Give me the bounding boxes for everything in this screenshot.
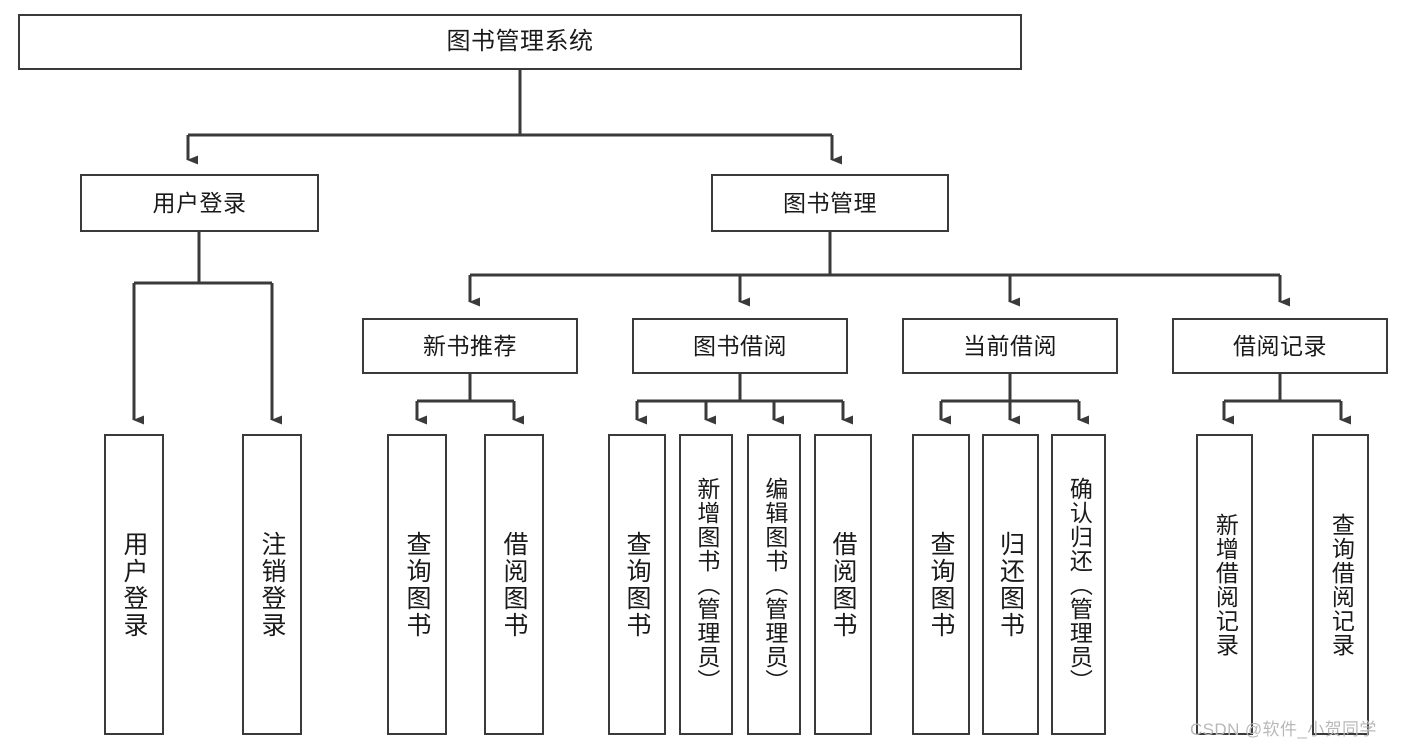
node-book-management[interactable]: 图书管理: [711, 174, 949, 232]
leaf-borrow-book-recommend[interactable]: 借阅图书: [484, 434, 544, 735]
node-label: 查询图书: [623, 530, 651, 639]
node-label: 借阅记录: [1233, 332, 1327, 359]
leaf-query-book-current[interactable]: 查询图书: [912, 434, 970, 735]
leaf-query-borrow-record[interactable]: 查询借阅记录: [1312, 434, 1369, 735]
node-label: 借阅图书: [500, 530, 528, 639]
leaf-add-borrow-record[interactable]: 新增借阅记录: [1196, 434, 1253, 735]
node-label: 查询图书: [403, 530, 431, 639]
csdn-watermark: CSDN @软件_小贺同学: [1190, 720, 1377, 739]
node-borrow-record[interactable]: 借阅记录: [1172, 318, 1388, 374]
node-label: 确认归还（管理员）: [1066, 476, 1093, 693]
leaf-edit-book-admin[interactable]: 编辑图书（管理员）: [747, 434, 801, 735]
leaf-add-book-admin[interactable]: 新增图书（管理员）: [679, 434, 733, 735]
node-current-borrow[interactable]: 当前借阅: [902, 318, 1118, 374]
node-label: 图书管理系统: [446, 28, 594, 56]
node-label: 查询借阅记录: [1328, 512, 1355, 657]
node-label: 查询图书: [927, 530, 955, 639]
node-label: 当前借阅: [963, 332, 1057, 359]
node-label: 图书借阅: [693, 332, 787, 359]
leaf-query-book-recommend[interactable]: 查询图书: [387, 434, 447, 735]
leaf-logout-login[interactable]: 注销登录: [242, 434, 302, 735]
leaf-user-login[interactable]: 用户登录: [104, 434, 164, 735]
leaf-confirm-return-admin[interactable]: 确认归还（管理员）: [1051, 434, 1106, 735]
node-root-system[interactable]: 图书管理系统: [18, 14, 1022, 70]
node-label: 新书推荐: [423, 332, 517, 359]
node-label: 新增借阅记录: [1212, 512, 1239, 657]
node-new-book-recommend[interactable]: 新书推荐: [362, 318, 578, 374]
node-label: 用户登录: [120, 530, 148, 639]
node-label: 用户登录: [152, 189, 247, 216]
node-label: 编辑图书（管理员）: [761, 476, 788, 693]
leaf-return-book[interactable]: 归还图书: [982, 434, 1039, 735]
node-label: 注销登录: [258, 530, 286, 639]
node-book-borrow[interactable]: 图书借阅: [632, 318, 848, 374]
node-label: 新增图书（管理员）: [693, 476, 720, 693]
leaf-query-book-borrow[interactable]: 查询图书: [608, 434, 666, 735]
node-label: 借阅图书: [829, 530, 857, 639]
node-user-login[interactable]: 用户登录: [80, 174, 319, 232]
leaf-borrow-book[interactable]: 借阅图书: [814, 434, 872, 735]
node-label: 归还图书: [996, 530, 1025, 639]
node-label: 图书管理: [783, 189, 877, 216]
